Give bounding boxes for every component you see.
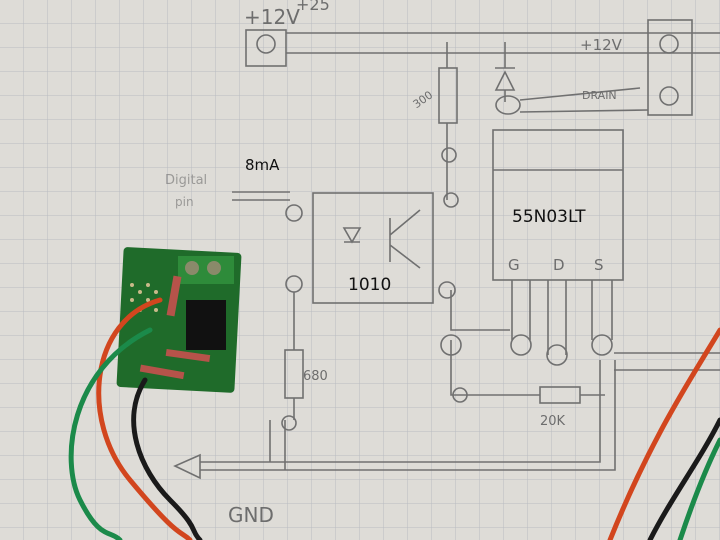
terminal-left [245,29,287,67]
label-drain: DRAIN [582,89,617,102]
resistor-300 [438,67,458,124]
wire-black [131,377,203,540]
screw-left-icon [256,34,276,54]
circuit-board [116,247,242,393]
terminal-right [647,19,693,116]
pencil-schematic [173,19,720,480]
wire-green [68,327,153,540]
label-resistor-680: 680 [303,369,328,384]
label-input-1: Digital [165,173,207,188]
label-supply-alt: +25 [296,0,330,14]
label-mosfet: 55N03LT [512,207,586,227]
label-ground: GND [228,503,274,527]
resistor-20k [539,386,581,404]
wires [68,297,720,540]
label-source-pin: S [594,256,604,274]
label-current: 8mA [245,156,280,174]
optocoupler-body [312,192,434,304]
label-drain-pin: D [553,256,565,274]
label-supply-top: +12V [244,5,300,29]
label-input-2: pin [175,195,194,209]
ground-arrow-icon [173,453,201,480]
wire-red [96,297,193,540]
label-rail-right: +12V [580,36,623,54]
label-resistor-20k: 20K [540,414,566,429]
label-optocoupler: 1010 [348,275,391,295]
label-gate: G [508,256,520,274]
mosfet-body [492,129,624,281]
